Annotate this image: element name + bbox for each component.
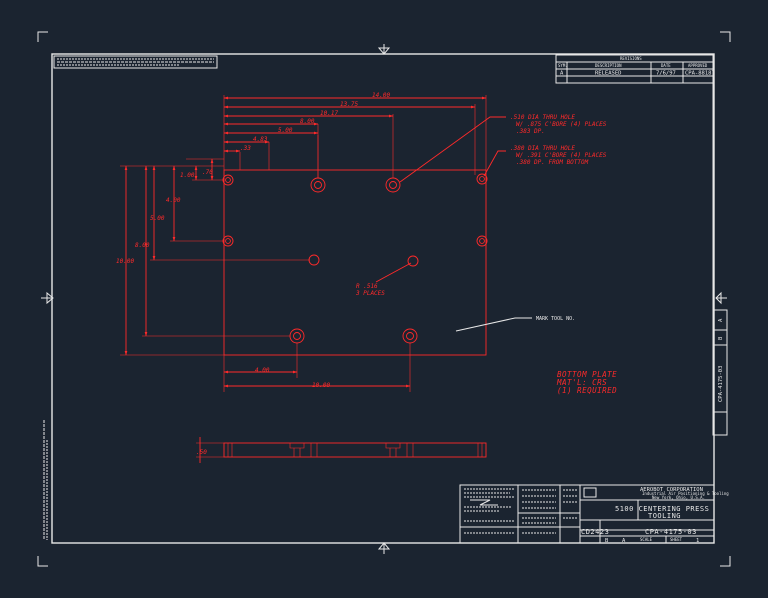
hole (289, 328, 305, 344)
callout-leaders (375, 116, 506, 283)
hole (476, 173, 488, 185)
svg-text:BOTTOM PLATE: BOTTOM PLATE (557, 370, 617, 379)
sheet-size: B (605, 538, 609, 544)
revisions-title: REVISIONS (620, 56, 642, 61)
revisions-block: REVISIONS SYM. DESCRIPTION DATE APPROVED… (555, 54, 715, 84)
svg-text:R .516: R .516 (356, 283, 378, 290)
hole (308, 254, 320, 266)
cage-code: CD2423 (581, 528, 609, 536)
dim-10-00-v: 10.00 (116, 258, 134, 265)
hole (407, 255, 419, 267)
dim-13-75: 13.75 (340, 101, 358, 108)
drawing-title-line-1: 5100 CENTERING PRESS (615, 505, 709, 513)
extension-lines (120, 95, 487, 392)
hole-note-1: .510 DIA THRU HOLE W/ .875 C'BORE (4) PL… (510, 114, 607, 135)
mark-tool-note: MARK TOOL NO. (455, 316, 575, 332)
left-vertical-note (43, 420, 48, 540)
svg-text:MAT'L: CRS: MAT'L: CRS (556, 378, 607, 387)
company-sub-1: Industrial Air Positioning & Tooling (642, 491, 729, 496)
rev-row-description: RELEASED (595, 71, 622, 77)
dim-10-17: 10.17 (320, 110, 338, 117)
dim-14-00: 14.00 (372, 92, 390, 99)
dim-5-00-h: 5.00 (278, 127, 293, 134)
rev-col-sym: SYM. (558, 63, 568, 68)
hole (222, 235, 234, 247)
company-sub-2: New York, Ohio, U.S.A. (652, 495, 705, 500)
dim-thickness: .50 (196, 449, 207, 456)
dim-1-00: 1.00 (180, 172, 195, 179)
hole (476, 235, 488, 247)
dim-0-33: .33 (240, 145, 251, 152)
rev-row-sym: A (560, 71, 564, 77)
horizontal-dimensions (223, 96, 487, 388)
sheet-number: 1 (696, 538, 699, 544)
svg-text:3 PLACES: 3 PLACES (355, 290, 385, 297)
svg-text:MARK TOOL NO.: MARK TOOL NO. (536, 316, 575, 322)
dim-4-00-v: 4.00 (166, 197, 181, 204)
dim-8-00-h: 8.00 (300, 118, 315, 125)
drawing-border (51, 53, 715, 544)
company-name: AEROBOT CORPORATION (640, 487, 703, 493)
hole (402, 328, 418, 344)
svg-text:W/ .875 C'BORE (4) PLACES: W/ .875 C'BORE (4) PLACES (516, 121, 607, 128)
dim-4-83: 4.83 (253, 136, 268, 143)
vertical-dimensions (124, 158, 214, 356)
dim-8-00-v: 8.00 (135, 242, 150, 249)
hole-note-2: .380 DIA THRU HOLE W/ .391 C'BORE (4) PL… (510, 145, 607, 166)
radius-note: R .516 3 PLACES (355, 283, 385, 297)
rev-col-description: DESCRIPTION (595, 63, 622, 68)
bottom-plate-note: BOTTOM PLATE MAT'L: CRS (1) REQUIRED (556, 370, 617, 395)
svg-text:W/ .391 C'BORE (4) PLACES: W/ .391 C'BORE (4) PLACES (516, 152, 607, 159)
hole (385, 177, 401, 193)
sheet-label: SHEET (670, 537, 683, 542)
plate-outline (223, 169, 487, 356)
drawing-title-line-2: TOOLING (648, 512, 681, 520)
svg-text:.510 DIA THRU HOLE: .510 DIA THRU HOLE (510, 114, 575, 121)
svg-text:.380 DIA THRU HOLE: .380 DIA THRU HOLE (510, 145, 575, 152)
svg-text:(1) REQUIRED: (1) REQUIRED (557, 386, 617, 395)
proprietary-note (53, 55, 218, 69)
hole (222, 174, 234, 186)
dim-5-00-v: 5.00 (150, 215, 165, 222)
rev-col-approved: APPROVED (688, 63, 708, 68)
center-marks (41, 44, 727, 554)
scale-label: SCALE (640, 537, 653, 542)
side-strip-number: CPA-4175-03 (718, 366, 724, 402)
side-strip-size: B (718, 336, 724, 340)
hole (310, 177, 326, 193)
dim-4-00-bottom: 4.00 (255, 367, 270, 374)
svg-text:.380 DP. FROM BOTTOM: .380 DP. FROM BOTTOM (516, 159, 589, 166)
dim-0-70: .70 (202, 169, 213, 176)
dimension-labels: 14.00 13.75 10.17 8.00 5.00 4.83 .33 .70… (116, 92, 390, 389)
crop-marks (37, 31, 731, 567)
title-block: AEROBOT CORPORATION Industrial Air Posit… (459, 484, 729, 544)
rev-row-approved: CPA-88187 (685, 71, 715, 77)
svg-text:.383 DP.: .383 DP. (516, 128, 545, 135)
dim-10-00-bottom: 10.00 (312, 382, 330, 389)
part-side-view: .50 (196, 437, 487, 463)
revision-letter: A (622, 538, 626, 544)
drawing-number: CPA-4175-03 (645, 528, 697, 536)
side-strip-rev: A (718, 318, 724, 322)
rev-col-date: DATE (661, 63, 671, 68)
part-top-view: 14.00 13.75 10.17 8.00 5.00 4.83 .33 .70… (116, 92, 607, 392)
rev-row-date: 7/6/97 (656, 71, 676, 77)
side-strip: A B CPA-4175-03 (712, 83, 728, 436)
